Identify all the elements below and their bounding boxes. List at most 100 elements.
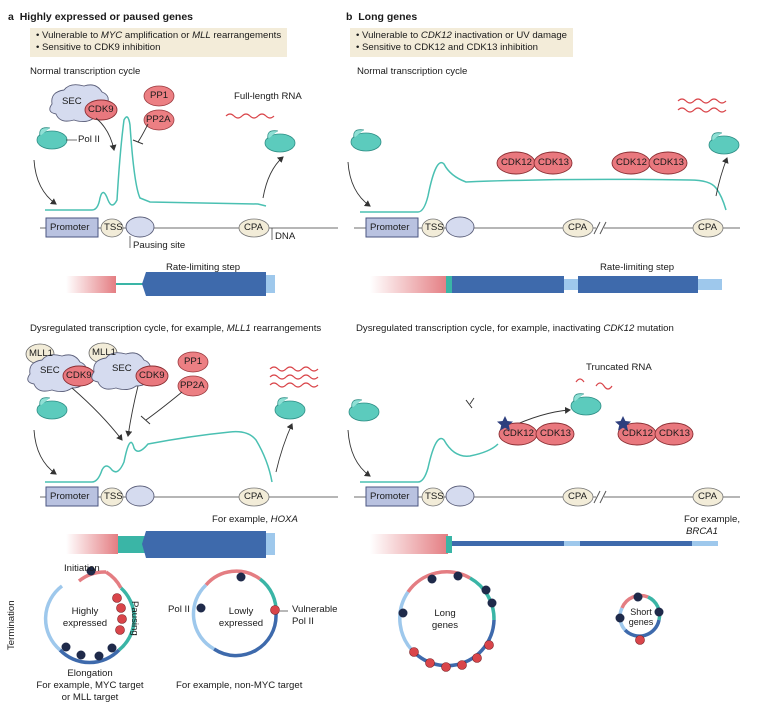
cycle-pausing-label: Pausing <box>129 601 140 636</box>
tss-shape-b-dys <box>421 487 445 507</box>
cpa-label-b4: CPA <box>698 491 718 502</box>
cpa-shape-b2 <box>692 218 724 238</box>
cpa-label-b1: CPA <box>568 222 588 233</box>
pausing-site-shape-dys <box>125 485 155 507</box>
example-gene: HOXA <box>270 514 298 525</box>
panel-b-letter: b <box>346 11 353 23</box>
panel-a-normal <box>33 84 338 296</box>
panel-b-dysregulated <box>347 378 740 554</box>
tss-label-b: TSS <box>425 222 444 233</box>
cpa-shape-b3 <box>562 487 594 507</box>
panel-a-title: a Highly expressed or paused genes <box>8 11 193 23</box>
panel-b-title: b Long genes <box>346 11 417 23</box>
rate-limiting-bar-a-dys <box>66 531 275 558</box>
cpa-shape-b1 <box>562 218 594 238</box>
pausing-site-shape-b-dys <box>445 485 475 507</box>
cdk9-shape-2 <box>135 365 169 387</box>
bullet-text: inactivation or UV damage <box>451 30 568 41</box>
cycle-footnote-2: or MLL target <box>61 692 119 703</box>
pausing-site-label: Pausing site <box>133 240 186 251</box>
promoter-box-b-dys <box>365 486 419 507</box>
mll1-label-1: MLL1 <box>29 348 53 359</box>
example-text: For example, <box>212 514 271 525</box>
tss-shape <box>100 218 124 238</box>
promoter-label: Promoter <box>50 222 90 233</box>
pol2-label: Pol II <box>78 134 100 145</box>
bullet-text: rearrangements <box>210 30 282 41</box>
rate-limiting-bar-b-dys <box>370 534 718 554</box>
example-hoxa-label: For example, HOXA <box>212 514 298 526</box>
cdk13-shape-3 <box>535 422 575 446</box>
rate-limiting-label-b: Rate-limiting step <box>600 262 675 273</box>
truncated-rna-label: Truncated RNA <box>586 362 652 373</box>
pp2a-label-dys: PP2A <box>180 380 205 391</box>
pol2-left-icon <box>36 127 68 150</box>
cdk13-shape-1 <box>533 151 573 175</box>
bullet-text: Vulnerable to <box>42 30 101 41</box>
cycle-elongation-label: Elongation <box>67 668 113 679</box>
pol2-released-icon <box>570 393 602 416</box>
example-brca1-label: For example, BRCA1 <box>684 514 740 538</box>
cdk13-label-3: CDK13 <box>540 428 571 439</box>
panel-b-infobox: • Vulnerable to CDK12 inactivation or UV… <box>350 28 574 57</box>
bullet-text: Sensitive to CDK9 inhibition <box>42 42 161 53</box>
panel-a-dysregulated <box>25 342 338 558</box>
pol2-left-icon-dys <box>36 397 68 420</box>
full-length-rna-icon-dys <box>269 366 319 388</box>
tss-label-dys: TSS <box>104 491 123 502</box>
pol2-occupancy-curve-dys <box>45 430 273 483</box>
cpa-shape-dys <box>238 487 270 507</box>
cpa-label-dys: CPA <box>244 491 264 502</box>
pp1-label-dys: PP1 <box>184 356 203 367</box>
cdk13-label-2: CDK13 <box>653 157 684 168</box>
cdk9-label-2: CDK9 <box>139 370 165 381</box>
promoter-label-b: Promoter <box>370 222 410 233</box>
dysreg-text: rearrangements <box>250 323 322 334</box>
tss-shape-dys <box>100 487 124 507</box>
cpa-label-b2: CPA <box>698 222 718 233</box>
full-length-rna-icon-b <box>677 98 727 113</box>
promoter-box-dys <box>45 486 99 507</box>
cycle-initiation-label: Initiation <box>64 563 100 574</box>
cycle-lowly-expressed <box>191 569 288 658</box>
promoter-box-b <box>365 217 419 238</box>
panel-a-dysregulated-label: Dysregulated transcription cycle, for ex… <box>30 323 321 335</box>
dysreg-gene: CDK12 <box>603 323 635 334</box>
cycle-vulnerable-pol2-label: Vulnerable Pol II <box>292 604 338 627</box>
cdk9-label: CDK9 <box>88 104 114 115</box>
cycle-termination-label: Termination <box>6 600 17 650</box>
tss-label: TSS <box>104 222 123 233</box>
rate-limiting-label-a: Rate-limiting step <box>166 262 241 273</box>
bullet-text: Vulnerable to <box>362 30 421 41</box>
dysreg-text: Dysregulated transcription cycle, for ex… <box>356 323 604 334</box>
bullet-gene: CDK12 <box>420 30 452 41</box>
panel-a-title-text: Highly expressed or paused genes <box>19 11 193 23</box>
cdk13-shape-4 <box>654 422 694 446</box>
panel-a-letter: a <box>8 11 14 23</box>
example-text: For example, <box>684 514 740 525</box>
pp1-shape <box>143 85 175 107</box>
panel-b-normal <box>347 98 740 293</box>
pausing-site-shape <box>125 216 155 238</box>
cdk9-shape <box>84 99 118 121</box>
sec-label: SEC <box>62 96 82 107</box>
dna-label: DNA <box>275 231 296 242</box>
pol2-occupancy-curve <box>45 116 267 211</box>
cpa-shape-b4 <box>692 487 724 507</box>
rate-limiting-bar-b <box>370 276 722 293</box>
cycle-highly-expressed <box>43 566 136 665</box>
cycle2-pol2-label: Pol II <box>168 604 190 615</box>
pol2-right-icon <box>264 130 296 153</box>
panel-a-bullet-2: • Sensitive to CDK9 inhibition <box>36 42 161 53</box>
cycle2-footnote: For example, non-MYC target <box>176 680 303 691</box>
cdk12-label-2: CDK12 <box>616 157 647 168</box>
panel-a-infobox: • Vulnerable to MYC amplification or MLL… <box>30 28 288 57</box>
panel-a-normal-cycle-label: Normal transcription cycle <box>30 66 141 77</box>
truncated-rna-icon <box>575 378 613 390</box>
pol2-occupancy-curve-b-dys <box>360 437 499 483</box>
pol2-left-icon-b <box>350 129 382 152</box>
pol2-left-icon-b-dys <box>348 399 380 422</box>
bullet-text: amplification or <box>122 30 193 41</box>
cdk12-label-1: CDK12 <box>501 157 532 168</box>
panel-a-bullet-1: • Vulnerable to MYC amplification or MLL… <box>36 30 282 41</box>
